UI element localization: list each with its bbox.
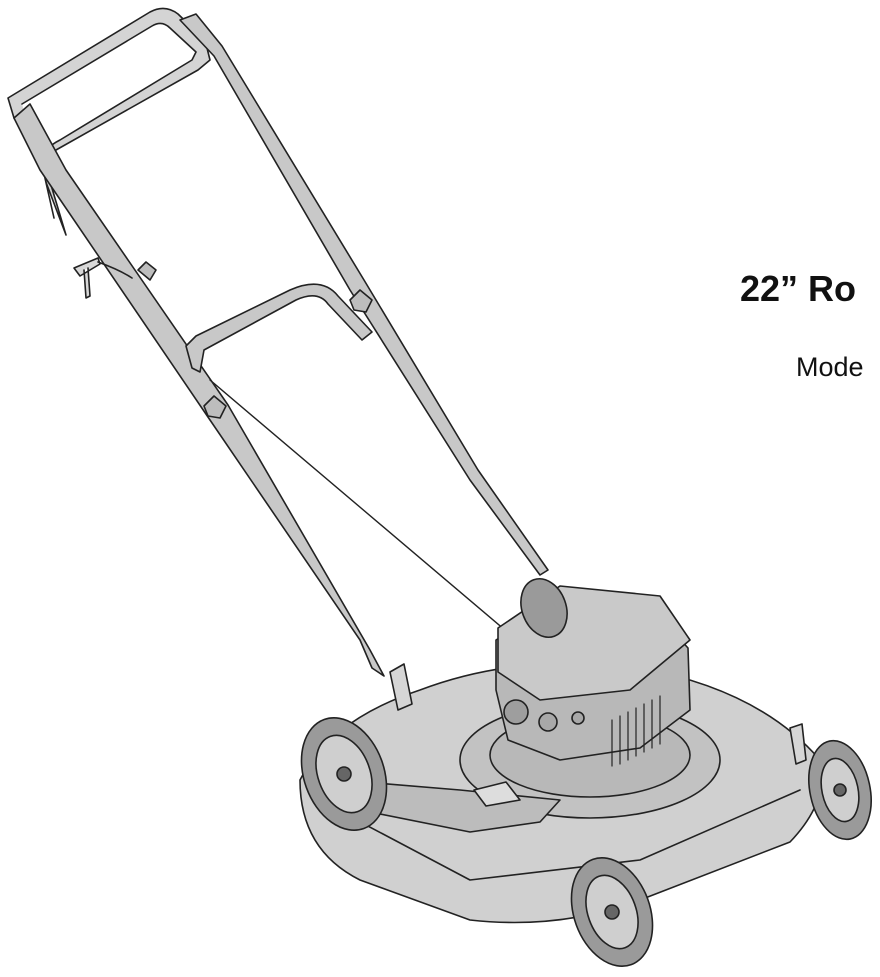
model-label: Mode bbox=[796, 352, 864, 382]
handle-knob-upper bbox=[349, 289, 373, 313]
control-cable bbox=[209, 379, 513, 637]
height-lever-rear bbox=[389, 663, 413, 711]
fuel-cap bbox=[503, 699, 529, 725]
handle-knob-lower bbox=[203, 395, 227, 419]
height-lever-front bbox=[789, 723, 807, 765]
wheel-rear-left bbox=[300, 717, 388, 831]
left-handle-tube bbox=[13, 103, 385, 677]
wheel-front-left bbox=[570, 856, 654, 968]
handle-crossbar bbox=[185, 283, 373, 373]
wheel-front-right bbox=[808, 739, 872, 841]
cooling-fins bbox=[611, 695, 661, 767]
product-title: 22” Ro bbox=[740, 268, 857, 309]
wheel-rear-right bbox=[520, 578, 568, 638]
starter-grip bbox=[73, 257, 101, 299]
